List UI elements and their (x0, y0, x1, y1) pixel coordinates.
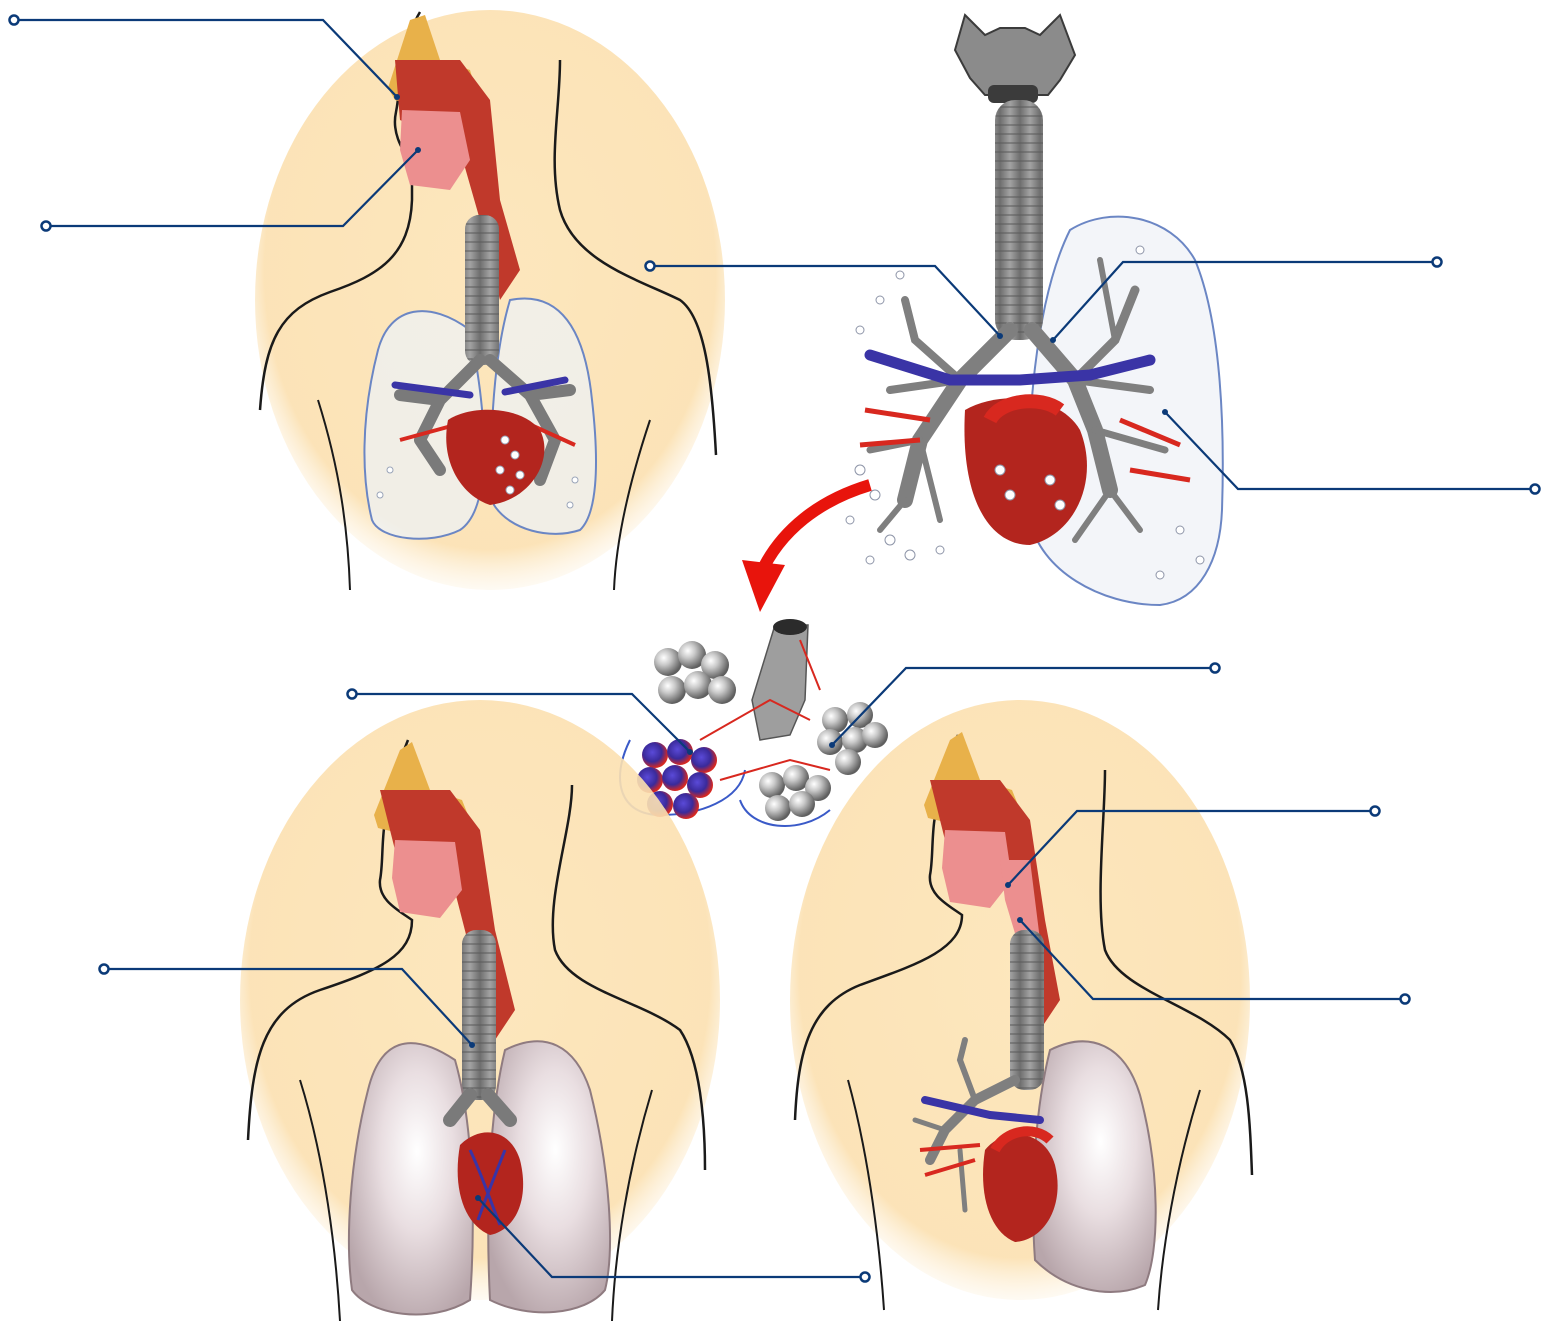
open-circle-icon (42, 222, 51, 231)
alveolar-sac-top (654, 641, 736, 704)
panel-pharynx-larynx (790, 700, 1252, 1310)
panel-upper-airway-overview (255, 10, 725, 590)
arrow-head (742, 560, 785, 612)
curved-arrow-icon (760, 485, 870, 575)
open-circle-icon (10, 16, 19, 25)
trachea-large (995, 100, 1043, 340)
larynx (955, 15, 1075, 95)
panel-lungs-and-heart (240, 700, 720, 1321)
open-circle-icon (1371, 807, 1380, 816)
open-circle-icon (646, 262, 655, 271)
open-circle-icon (348, 690, 357, 699)
open-circle-icon (861, 1273, 870, 1282)
open-circle-icon (1211, 664, 1220, 673)
trachea (462, 930, 496, 1100)
bronchiole-opening (773, 619, 807, 635)
open-circle-icon (1401, 995, 1410, 1004)
alveolar-sac-right (817, 702, 888, 775)
open-circle-icon (100, 965, 109, 974)
panel-bronchial-tree (742, 15, 1223, 612)
open-circle-icon (1433, 258, 1442, 267)
trachea (465, 215, 499, 365)
open-circle-icon (1531, 485, 1540, 494)
bronchiole (752, 625, 808, 740)
trachea (1010, 930, 1044, 1090)
alveolar-sac-bottom (759, 765, 831, 821)
